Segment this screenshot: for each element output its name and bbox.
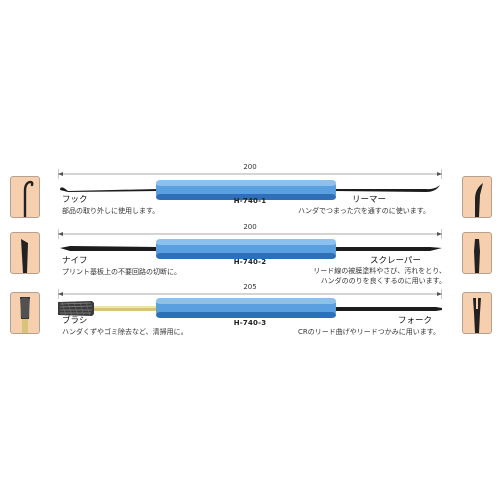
right-tool-name: リーマー <box>352 195 387 205</box>
length-dimension: 205 <box>58 283 442 301</box>
left-tool-description: ハンダくずやゴミ除去など、清掃用に。 <box>62 328 188 336</box>
length-dimension: 200 <box>58 223 442 241</box>
left-tool-name: ブラシ <box>62 316 88 326</box>
reamer-tip-icon <box>462 176 492 218</box>
fork-tip-icon <box>462 292 492 334</box>
length-label: 200 <box>58 223 442 231</box>
model-number: H-740-2 <box>233 258 267 266</box>
hook-tip-icon <box>10 176 40 218</box>
right-tool-name: スクレーパー <box>370 256 421 266</box>
left-tool-description: プリント基板上の不要回路の切断に。 <box>62 268 181 276</box>
right-tool-description-line: ハンダののりを良くするのに用います。 <box>320 277 446 285</box>
model-number: H-740-3 <box>233 319 267 327</box>
knife-tip-icon <box>10 232 40 274</box>
right-tool-description: ハンダでつまった穴を通すのに使います。 <box>298 207 431 215</box>
length-label: 200 <box>58 163 442 171</box>
length-dimension: 200 <box>58 163 442 181</box>
length-label: 205 <box>58 283 442 291</box>
left-tool-name: フック <box>62 195 88 205</box>
scraper-tip-icon <box>462 232 492 274</box>
model-number: H-740-1 <box>233 197 267 205</box>
right-tool-description-line: リード線の被膜塗料やさび、汚れをとり、 <box>313 267 446 275</box>
tool-brush-fork <box>58 292 442 322</box>
tool-hook-reamer <box>58 172 442 202</box>
brush-tip-icon <box>10 292 40 334</box>
tool-knife-scraper <box>58 232 442 262</box>
right-tool-name: フォーク <box>398 316 433 326</box>
left-tool-description: 部品の取り外しに使用します。 <box>62 207 160 215</box>
left-tool-name: ナイフ <box>62 256 88 266</box>
right-tool-description: CRのリード曲げやリードつかみに用います。 <box>298 328 441 336</box>
